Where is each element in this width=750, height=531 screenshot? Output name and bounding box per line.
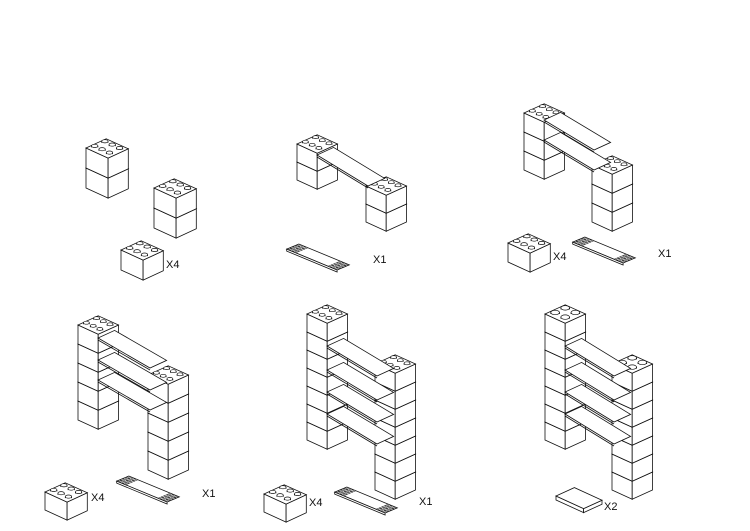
step-1	[85, 138, 198, 239]
step-4-shelf-qty: X1	[202, 488, 215, 500]
step-6	[544, 304, 654, 500]
step-3-brick-part	[507, 233, 552, 273]
step-5-shelf-qty: X1	[419, 496, 432, 508]
step-2-shelf-part	[285, 243, 351, 273]
step-6-cap-part	[555, 487, 603, 514]
step-6-cap-qty: X2	[604, 501, 617, 513]
step-3	[523, 103, 634, 232]
step-4-brick-part	[44, 482, 89, 521]
step-5	[306, 304, 417, 500]
step-1-brick-qty: X4	[166, 259, 179, 271]
step-5-shelf-part	[333, 486, 399, 516]
step-3-brick-qty: X4	[553, 251, 566, 263]
step-2-shelf-qty: X1	[373, 254, 386, 266]
step-4	[77, 315, 190, 480]
step-5-brick-qty: X4	[309, 497, 322, 509]
step-1-brick-part	[120, 240, 165, 281]
step-3-shelf-qty: X1	[658, 248, 671, 260]
step-4-brick-qty: X4	[91, 492, 104, 504]
step-5-brick-part	[263, 484, 308, 523]
step-4-shelf-part	[115, 475, 181, 505]
step-2	[296, 134, 408, 232]
step-3-shelf-part	[571, 236, 637, 266]
assembly-drawing	[44, 103, 654, 523]
